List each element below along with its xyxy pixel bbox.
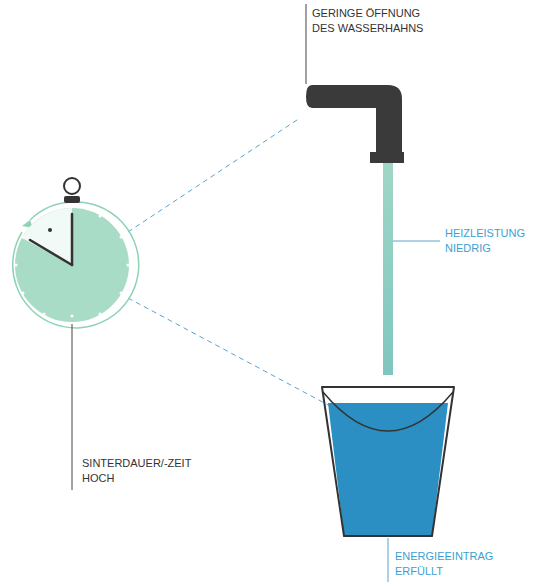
faucet (306, 85, 404, 163)
dashed-line (128, 118, 300, 232)
callout-label: GERINGE ÖFFNUNG DES WASSERHAHNS (312, 6, 437, 36)
callout-label: ENERGIEEINTRAG ERFÜLLT (395, 549, 515, 579)
leader-line (306, 4, 307, 84)
stopwatch (13, 178, 139, 328)
leader-line (72, 324, 73, 490)
dashed-line (128, 298, 330, 406)
callout-label: HEIZLEISTUNG NIEDRIG (445, 226, 541, 256)
leader-line (388, 538, 389, 582)
water-stream (383, 163, 393, 375)
bucket (322, 387, 454, 536)
leader-line (392, 241, 440, 242)
callout-label: SINTERDAUER/-ZEIT HOCH (82, 456, 202, 486)
